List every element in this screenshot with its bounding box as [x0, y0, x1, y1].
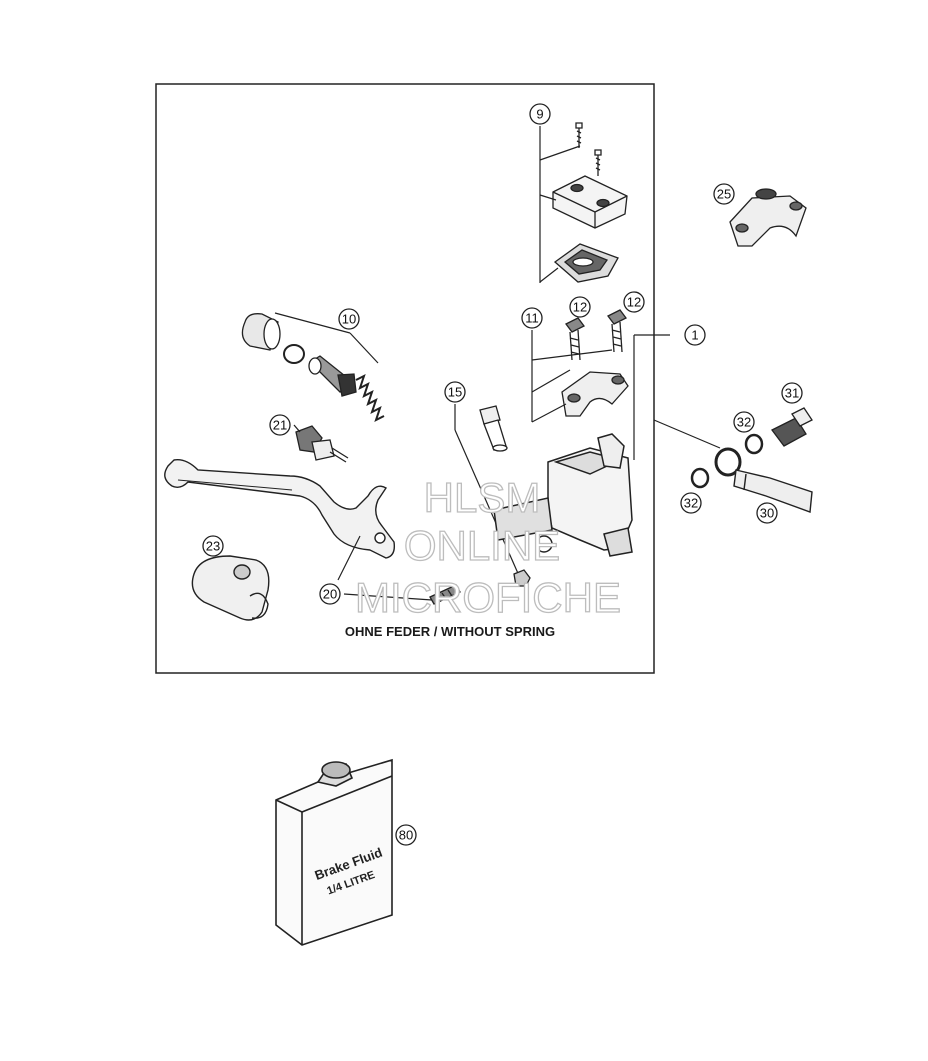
callout-31-label: 31: [785, 386, 799, 401]
without-spring-note: OHNE FEDER / WITHOUT SPRING: [345, 624, 555, 639]
callout-20-circle: [319, 583, 341, 605]
watermark-line3: MICROFICHE: [355, 574, 621, 621]
part-12-bolts: [565, 309, 627, 361]
callout-12a-label: 12: [573, 300, 587, 315]
callout-12b-label: 12: [627, 295, 641, 310]
callout-32a-circle: [733, 411, 755, 433]
callout-23-label: 23: [206, 539, 220, 554]
callout-32b-circle: [680, 492, 702, 514]
part-15-bolt: [479, 405, 508, 452]
part-9-cover-group: [552, 122, 628, 283]
callout-10-label: 10: [342, 312, 356, 327]
callout-31-circle: [781, 382, 803, 404]
part-20-pin: [429, 584, 461, 605]
part-10-piston-kit: [241, 313, 385, 422]
callout-10-circle: [338, 308, 360, 330]
callout-11-circle: [521, 307, 543, 329]
part-11-clamp: [561, 371, 629, 417]
callout-32b-label: 32: [684, 496, 698, 511]
callout-20-label: 20: [323, 587, 337, 602]
part-31-banjo-bolt: [771, 407, 813, 447]
brake-lever: [164, 459, 396, 559]
callout-9-label: 9: [536, 107, 543, 122]
watermark-line2: ONLINE: [404, 522, 560, 569]
assembly-frame: [155, 83, 655, 674]
callout-30-label: 30: [760, 506, 774, 521]
callout-25-circle: [713, 183, 735, 205]
callout-80-circle: [395, 824, 417, 846]
part-32-washers: [690, 433, 764, 489]
brake-fluid-bottle: [275, 758, 393, 946]
callout-9-circle: [529, 103, 551, 125]
small-nut: [513, 569, 531, 587]
callout-25-label: 25: [717, 187, 731, 202]
callout-32a-label: 32: [737, 415, 751, 430]
part-25-clamp: [729, 188, 807, 247]
part-23-lever-boot: [191, 555, 270, 621]
callout-12b-circle: [623, 291, 645, 313]
callout-21-circle: [269, 414, 291, 436]
callout-23-circle: [202, 535, 224, 557]
callout-1-circle: [684, 324, 706, 346]
watermark: HLSM ONLINE MICROFICHE: [354, 473, 621, 621]
callout-12a-circle: [569, 296, 591, 318]
callout-80-label: 80: [399, 828, 413, 843]
callout-1-label: 1: [691, 328, 698, 343]
callout-15-circle: [444, 381, 466, 403]
part-30-brake-hose: [714, 447, 813, 513]
callout-15-label: 15: [448, 385, 462, 400]
watermark-line1: HLSM: [424, 474, 541, 521]
part-21-adjuster: [293, 424, 349, 463]
callout-21-label: 21: [273, 418, 287, 433]
callout-11-label: 11: [525, 311, 539, 326]
master-cylinder-body: [493, 433, 633, 557]
callout-30-circle: [756, 502, 778, 524]
